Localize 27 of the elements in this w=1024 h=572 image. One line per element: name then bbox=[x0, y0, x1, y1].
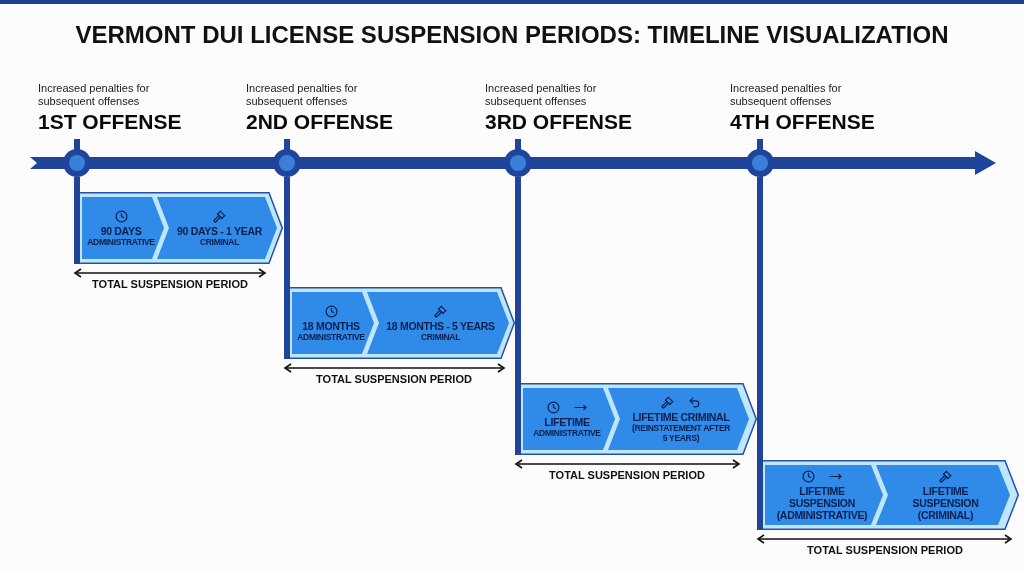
segment-title: LIFETIME bbox=[544, 415, 590, 428]
note-text: Increased penalties for subsequent offenses bbox=[38, 82, 151, 107]
segment-subtitle: (REINSTATEMENT AFTER 5 YEARS) bbox=[631, 422, 731, 443]
note-text: Increased penalties for subsequent offenses bbox=[246, 82, 359, 107]
segment-title: LIFETIME SUSPENSION (ADMINISTRATIVE) bbox=[775, 484, 869, 521]
segment-title: 18 MONTHS - 5 YEARS bbox=[386, 319, 495, 332]
segment-subtitle: ADMINISTRATIVE bbox=[533, 427, 601, 438]
note-text: Increased penalties for subsequent offenses bbox=[485, 82, 598, 107]
title: VERMONT DUI LICENSE SUSPENSION PERIODS: TIMELINE VISUALIZATION bbox=[75, 20, 949, 50]
segment-subtitle: CRIMINAL bbox=[420, 331, 461, 342]
offense-heading: 3RD OFFENSE bbox=[485, 110, 633, 133]
dimension-label: TOTAL SUSPENSION PERIOD bbox=[807, 544, 963, 557]
segment-subtitle: CRIMINAL bbox=[199, 236, 240, 247]
segment-title: 90 DAYS bbox=[100, 224, 142, 237]
dimension-label: TOTAL SUSPENSION PERIOD bbox=[92, 278, 248, 291]
offense-heading: 2ND OFFENSE bbox=[246, 110, 394, 133]
note-text: Increased penalties for subsequent offenses bbox=[730, 82, 843, 107]
segment-title: LIFETIME CRIMINAL bbox=[632, 410, 730, 423]
segment-title: LIFETIME SUSPENSION (CRIMINAL) bbox=[911, 484, 980, 521]
offense-heading: 1ST OFFENSE bbox=[38, 110, 182, 133]
dimension-label: TOTAL SUSPENSION PERIOD bbox=[316, 373, 472, 386]
dimension-label: TOTAL SUSPENSION PERIOD bbox=[549, 469, 705, 482]
segment-title: 18 MONTHS bbox=[302, 319, 360, 332]
segment-subtitle: ADMINISTRATIVE bbox=[297, 331, 365, 342]
segment-subtitle: ADMINISTRATIVE bbox=[87, 236, 155, 247]
offense-heading: 4TH OFFENSE bbox=[730, 110, 875, 133]
segment-title: 90 DAYS - 1 YEAR bbox=[176, 224, 263, 237]
